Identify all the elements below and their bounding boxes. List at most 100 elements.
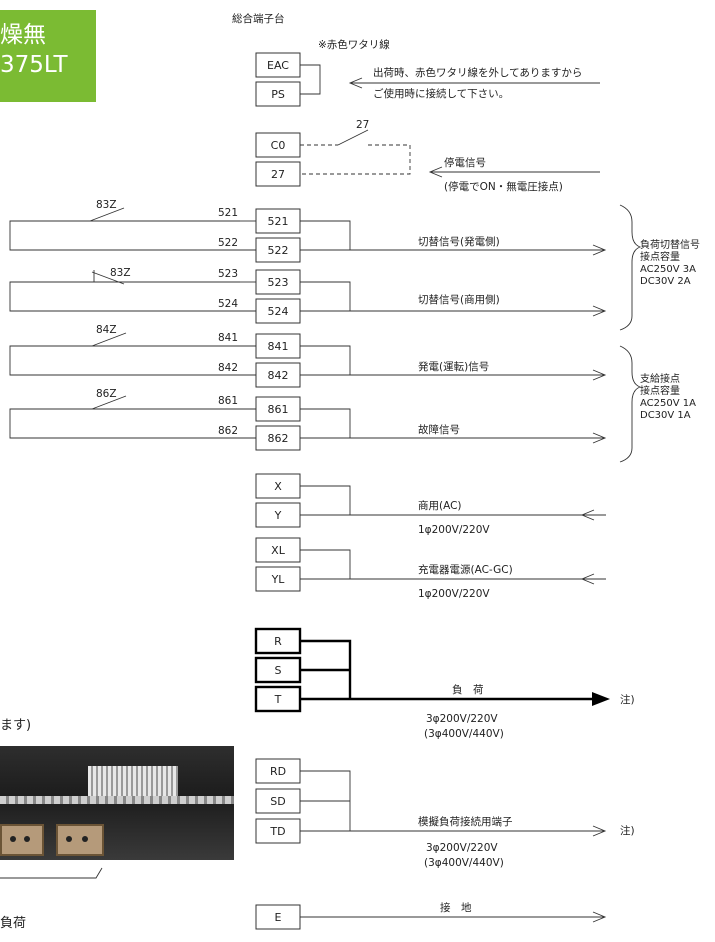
photo-terminal-block <box>56 824 104 856</box>
terminal-eac <box>255 52 301 78</box>
terminal-524 <box>255 298 301 324</box>
relay-84z-loop <box>9 345 256 376</box>
load-arrow <box>592 692 610 706</box>
terminal-label: R <box>274 635 282 648</box>
terminal-rd <box>255 758 301 784</box>
relay-86z-switch <box>91 395 127 410</box>
terminal-label: S <box>275 664 282 677</box>
photo-screw <box>24 836 30 842</box>
photo-bracket <box>0 867 103 879</box>
wire-label-862: 862 <box>218 425 238 437</box>
switch-com-wire <box>300 281 351 311</box>
wire-label-841: 841 <box>218 332 238 344</box>
fault-wire <box>300 408 351 438</box>
commercial-label: 商用(AC) <box>418 499 462 512</box>
relay-84z-switch <box>91 332 127 347</box>
commercial-voltage: 1φ200V/220V <box>418 524 490 536</box>
dummy-arrow <box>592 825 607 837</box>
terminal-label: 524 <box>268 305 289 318</box>
photo-screw <box>82 836 88 842</box>
photo-caption: ます) <box>0 718 32 733</box>
wire-label-523: 523 <box>218 268 238 280</box>
terminal-yl <box>255 566 301 592</box>
terminal-t <box>254 685 302 713</box>
dummy-label: 模擬負荷接続用端子 <box>418 815 513 828</box>
relay-83z-b-label: 83Z <box>110 267 131 279</box>
photo-screw <box>66 836 72 842</box>
eac-note-line1: 出荷時、赤色ワタリ線を外してありますから <box>373 66 582 79</box>
terminal-label: EAC <box>267 59 289 72</box>
terminal-label: 861 <box>268 403 289 416</box>
model-banner: 燥無 375LT <box>0 10 96 102</box>
wire-label-842: 842 <box>218 362 238 374</box>
ground-arrow <box>592 911 607 923</box>
outage-contact-label: 27 <box>356 119 369 131</box>
terminal-label: YL <box>271 573 286 586</box>
photo-terminal-block <box>0 824 44 856</box>
relay-83z-loop <box>9 220 256 251</box>
dummy-note: 注) <box>620 824 635 837</box>
terminal-photo <box>0 746 234 860</box>
load-voltage2: (3φ400V/440V) <box>424 728 504 740</box>
dummy-voltage1: 3φ200V/220V <box>426 842 498 854</box>
photo-load-label: 負荷 <box>0 916 27 931</box>
eac-note-line2: ご使用時に接続して下さい。 <box>373 87 509 100</box>
terminal-862 <box>255 425 301 451</box>
group2-dc: DC30V 1A <box>640 410 691 421</box>
load-note: 注) <box>620 693 635 706</box>
wire-label-524: 524 <box>218 298 238 310</box>
charger-arrow <box>580 573 595 585</box>
relay-86z-label: 86Z <box>96 388 117 400</box>
dummy-voltage2: (3φ400V/440V) <box>424 857 504 869</box>
group2-ac: AC250V 1A <box>640 398 696 409</box>
group1-ac: AC250V 3A <box>640 264 696 275</box>
commercial-arrow <box>580 509 595 521</box>
load-voltage1: 3φ200V/220V <box>426 713 498 725</box>
brace-group1 <box>619 204 642 331</box>
terminal-label: E <box>275 911 282 924</box>
terminal-521 <box>255 208 301 234</box>
gen-run-arrow <box>592 369 607 381</box>
group1-dc: DC30V 2A <box>640 276 691 287</box>
terminal-523 <box>255 269 301 295</box>
terminal-label: 27 <box>271 168 285 181</box>
note-arrow <box>348 77 363 89</box>
terminal-label: 841 <box>268 340 289 353</box>
terminal-label: 521 <box>268 215 289 228</box>
brace-group2 <box>619 345 642 463</box>
terminal-label: 842 <box>268 369 289 382</box>
banner-line1: 燥無 <box>0 22 46 48</box>
relay-86z-loop <box>9 408 256 439</box>
photo-screw <box>10 836 16 842</box>
fault-label: 故障信号 <box>418 423 460 436</box>
fault-arrow <box>592 432 607 444</box>
charger-voltage: 1φ200V/220V <box>418 588 490 600</box>
terminal-board-title: 総合端子台 <box>232 12 285 25</box>
switch-com-arrow <box>592 305 607 317</box>
terminal-label: Y <box>274 509 282 522</box>
terminal-label: X <box>274 480 282 493</box>
red-wire-note: ※赤色ワタリ線 <box>318 38 390 51</box>
terminal-e <box>255 904 301 930</box>
terminal-label: SD <box>270 795 285 808</box>
wire-label-861: 861 <box>218 395 238 407</box>
terminal-label: 523 <box>268 276 289 289</box>
load-wire-r <box>300 639 352 699</box>
terminal-label: T <box>274 693 282 706</box>
outage-contact-switch <box>337 129 369 146</box>
terminal-x <box>255 473 301 499</box>
switch-gen-arrow <box>592 244 607 256</box>
terminal-label: C0 <box>271 139 286 152</box>
terminal-xl <box>255 537 301 563</box>
relay-83z-b-switch <box>91 271 125 285</box>
switch-gen-wire <box>300 220 351 250</box>
gen-run-label: 発電(運転)信号 <box>418 360 489 373</box>
relay-83z-switch <box>89 207 125 222</box>
outage-arrow <box>428 166 443 178</box>
red-jumper-wire <box>300 64 321 95</box>
charger-label: 充電器電源(AC-GC) <box>418 563 513 576</box>
terminal-label: 862 <box>268 432 289 445</box>
ground-label: 接 地 <box>440 901 472 914</box>
load-label: 負 荷 <box>452 684 484 696</box>
